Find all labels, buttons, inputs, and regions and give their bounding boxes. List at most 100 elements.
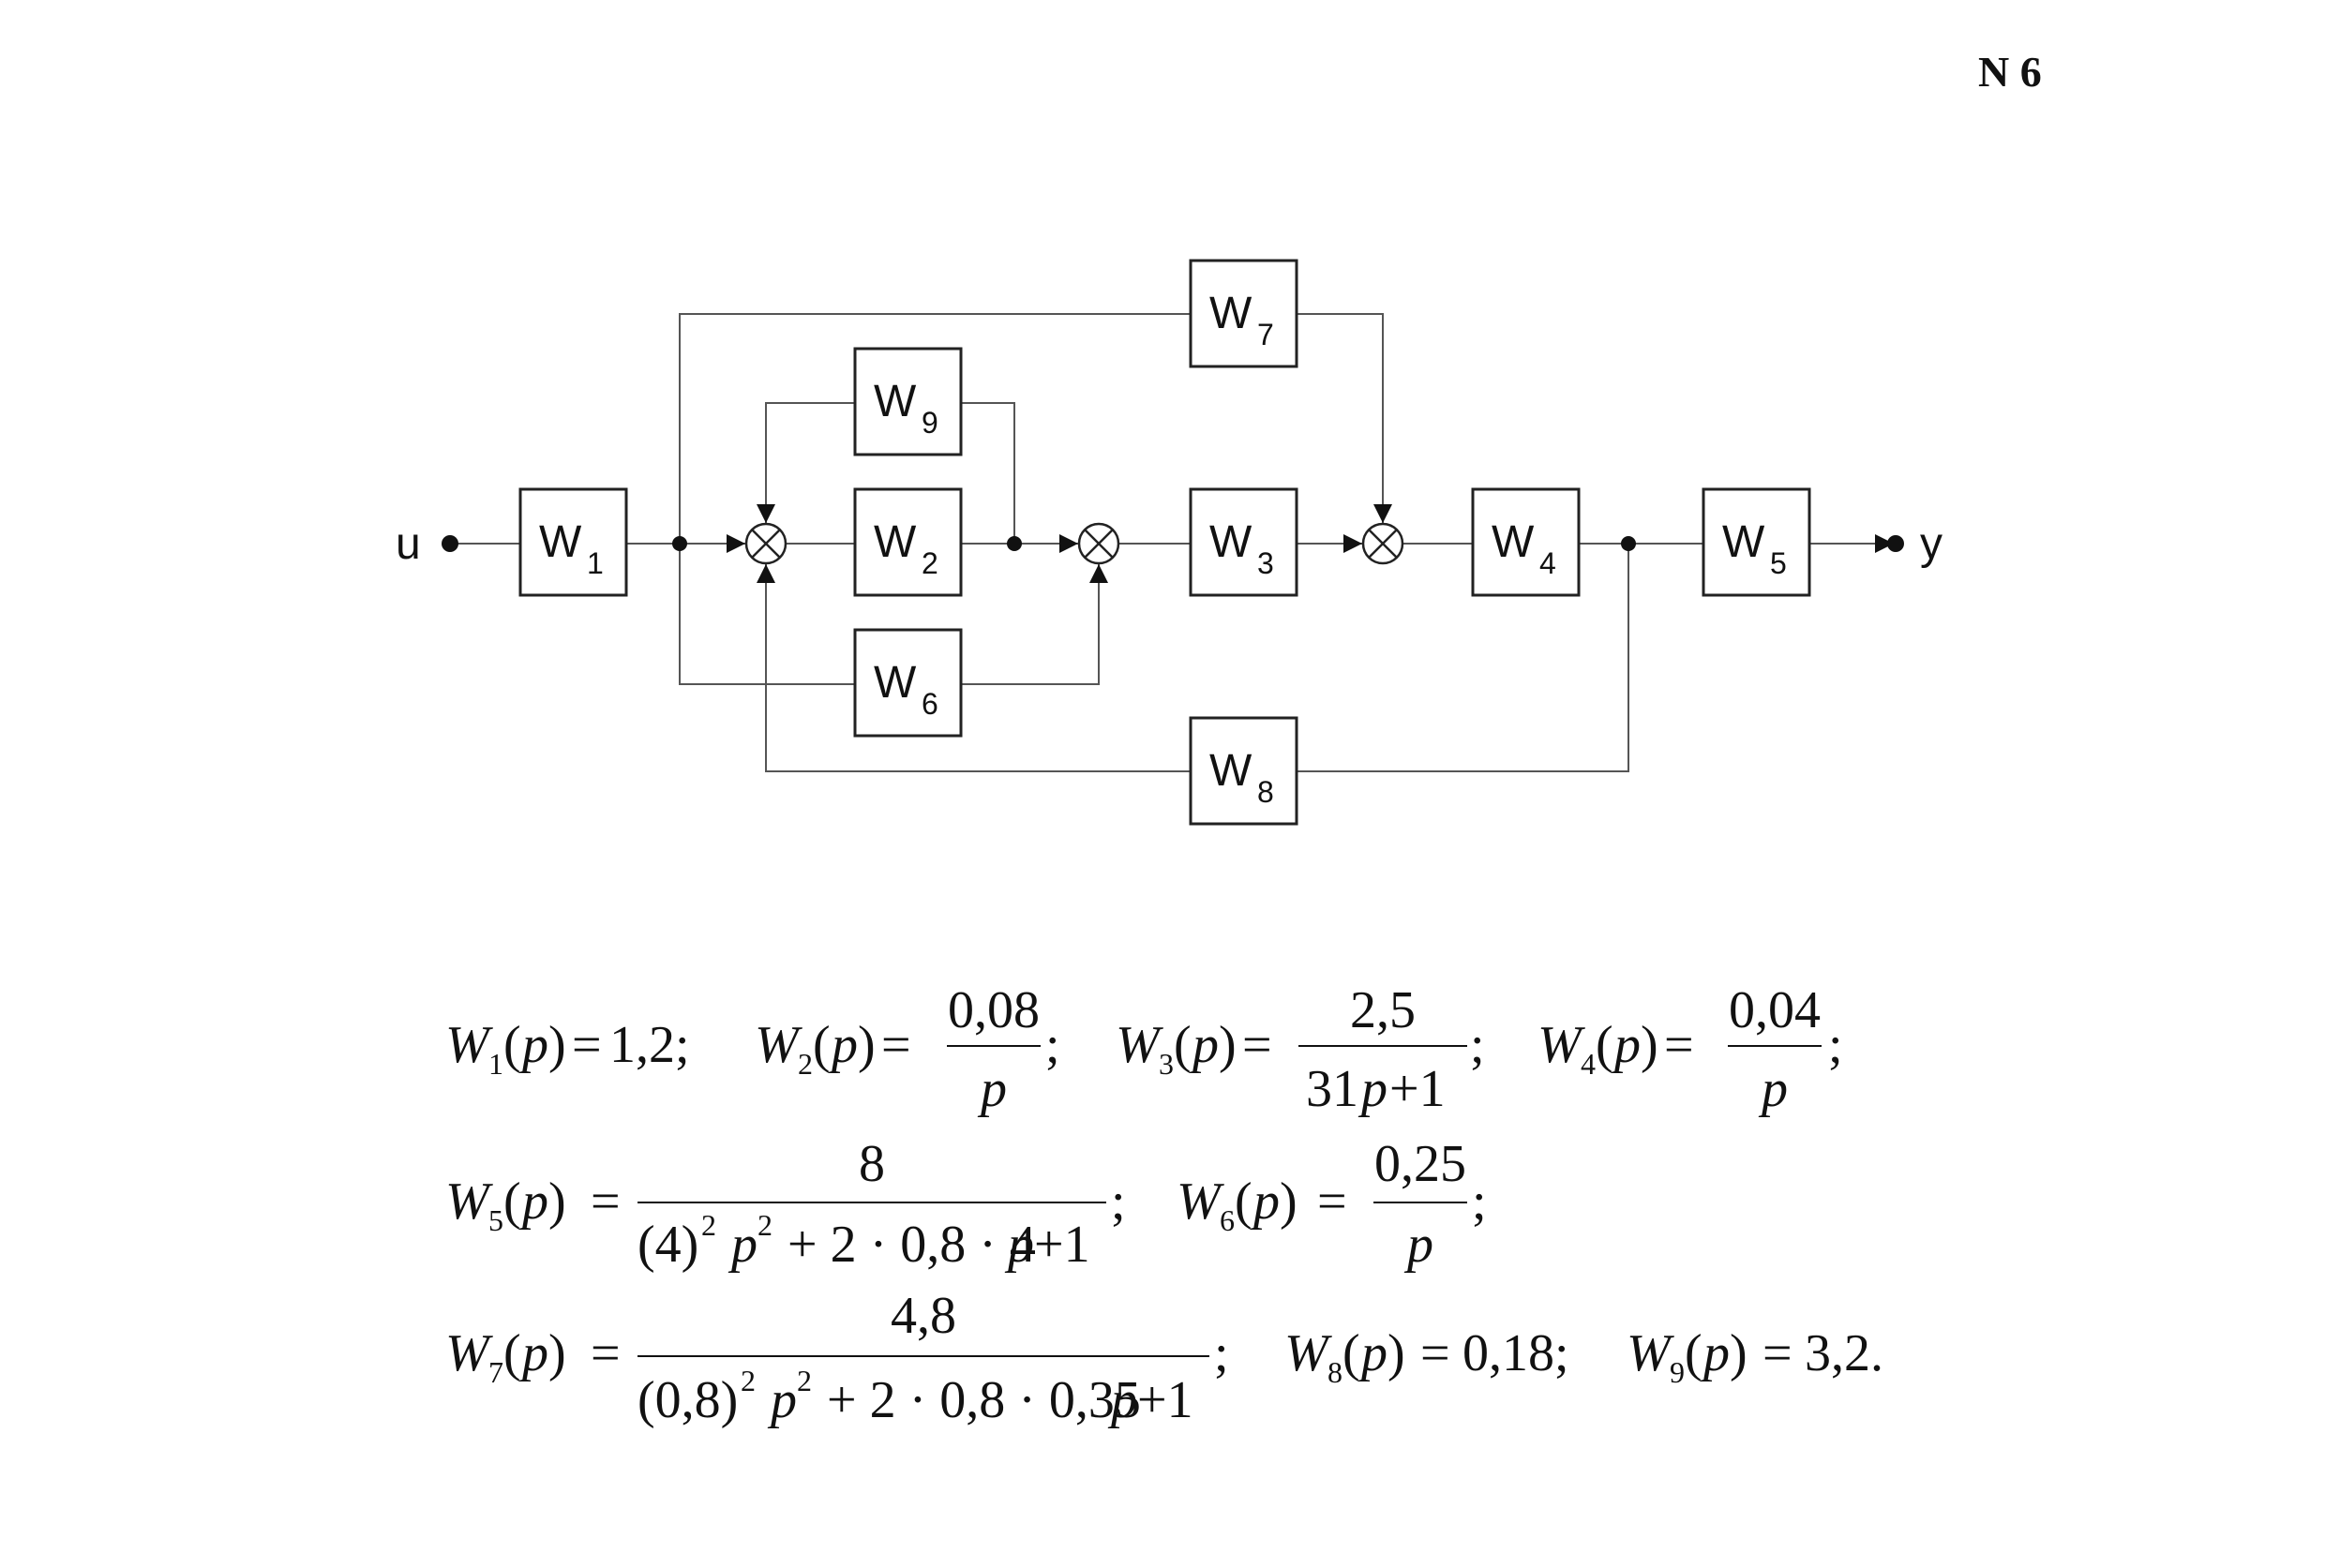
branch-node-3 [1621, 536, 1636, 551]
svg-text:): ) [1730, 1324, 1748, 1382]
svg-text:W: W [1177, 1172, 1224, 1231]
block-w2: W 2 [853, 487, 963, 597]
formula-w3: W 3 ( p ) = 2,5 31 p +1 ; [1116, 981, 1485, 1118]
block-w9: W 9 [853, 347, 963, 456]
svg-text:(0,8): (0,8) [638, 1371, 738, 1429]
svg-text:p: p [1358, 1324, 1388, 1382]
block-w6: W 6 [853, 628, 963, 738]
svg-text:4,8: 4,8 [891, 1287, 956, 1345]
svg-text:W: W [445, 1016, 493, 1074]
svg-text:2: 2 [758, 1208, 772, 1242]
branch-node-1 [672, 536, 687, 551]
svg-text:;: ; [1045, 1016, 1060, 1074]
svg-text:(: ( [813, 1016, 831, 1074]
svg-text:): ) [1219, 1016, 1237, 1074]
svg-text:8: 8 [859, 1135, 885, 1193]
svg-text:p: p [1403, 1216, 1433, 1274]
svg-text:2: 2 [798, 1047, 813, 1081]
svg-text:(: ( [1596, 1016, 1613, 1074]
svg-text:;: ; [1828, 1016, 1843, 1074]
svg-text:W: W [539, 517, 582, 567]
svg-text:(4): (4) [638, 1216, 698, 1274]
svg-text:p: p [1358, 1060, 1388, 1118]
svg-text:1,2;: 1,2; [609, 1016, 690, 1074]
summing-junction-1 [744, 522, 788, 565]
svg-text:p: p [1107, 1371, 1137, 1429]
block-w4: W 4 [1471, 487, 1581, 597]
svg-text:6: 6 [922, 687, 938, 721]
svg-text:p: p [1250, 1172, 1280, 1231]
svg-text:3,2.: 3,2. [1805, 1324, 1883, 1382]
svg-text:p: p [767, 1371, 797, 1429]
svg-text:W: W [1209, 746, 1252, 796]
svg-text:W: W [445, 1172, 493, 1231]
svg-text:): ) [1641, 1016, 1658, 1074]
svg-text:4: 4 [1539, 546, 1556, 580]
svg-text:=: = [1762, 1324, 1792, 1382]
output-label: y [1920, 519, 1942, 569]
svg-text:p: p [1004, 1216, 1034, 1274]
svg-text:(: ( [503, 1324, 521, 1382]
block-w7: W 7 [1189, 259, 1298, 368]
svg-text:W: W [1209, 289, 1252, 338]
svg-text:=: = [591, 1172, 621, 1231]
svg-text:2: 2 [701, 1208, 716, 1242]
block-w8: W 8 [1189, 716, 1298, 826]
svg-text:31: 31 [1306, 1060, 1358, 1118]
svg-text:7: 7 [488, 1355, 503, 1389]
svg-text:4: 4 [1581, 1047, 1596, 1081]
svg-text:W: W [1116, 1016, 1163, 1074]
svg-text:3: 3 [1257, 546, 1274, 580]
svg-text:2: 2 [797, 1364, 812, 1397]
svg-text:W: W [1538, 1016, 1585, 1074]
svg-text:;: ; [1472, 1172, 1487, 1231]
svg-text:): ) [548, 1016, 566, 1074]
w7-branch [679, 313, 1392, 544]
svg-text:p: p [1758, 1060, 1788, 1118]
svg-text:2: 2 [922, 546, 938, 580]
svg-text:=: = [1664, 1016, 1694, 1074]
svg-text:+1: +1 [1137, 1371, 1193, 1429]
svg-text:(: ( [503, 1172, 521, 1231]
svg-text:W: W [1284, 1324, 1332, 1382]
svg-text:(: ( [1685, 1324, 1702, 1382]
svg-text:W: W [1722, 517, 1765, 567]
svg-text:p: p [1700, 1324, 1730, 1382]
svg-text:8: 8 [1328, 1355, 1342, 1389]
svg-text:(: ( [1235, 1172, 1252, 1231]
svg-text:W: W [755, 1016, 802, 1074]
svg-text:;: ; [1214, 1324, 1229, 1382]
formula-w9: W 9 ( p ) = 3,2. [1627, 1324, 1883, 1389]
svg-text:8: 8 [1257, 775, 1274, 809]
svg-text:2: 2 [741, 1364, 756, 1397]
svg-text:): ) [1388, 1324, 1405, 1382]
svg-text:+ 2 · 0,8 · 0,35: + 2 · 0,8 · 0,35 [827, 1371, 1141, 1429]
svg-text:2,5: 2,5 [1350, 981, 1416, 1039]
block-w3: W 3 [1189, 487, 1298, 597]
w6-branch [679, 544, 1108, 685]
svg-text:p: p [728, 1216, 758, 1274]
svg-text:+1: +1 [1034, 1216, 1090, 1274]
formula-w4: W 4 ( p ) = 0,04 p ; [1538, 981, 1843, 1118]
output-node [1887, 535, 1904, 552]
input-label: u [396, 519, 421, 569]
svg-text:=: = [572, 1016, 602, 1074]
svg-text:): ) [1280, 1172, 1298, 1231]
formula-w2: W 2 ( p ) = 0,08 p ; [755, 981, 1060, 1118]
svg-text:p: p [518, 1324, 548, 1382]
svg-text:W: W [1209, 517, 1252, 567]
summing-junction-3 [1361, 522, 1404, 565]
formula-w8: W 8 ( p ) = 0,18; [1284, 1324, 1569, 1389]
svg-text:(: ( [1342, 1324, 1360, 1382]
svg-text:0,04: 0,04 [1729, 981, 1821, 1039]
svg-text:): ) [548, 1324, 566, 1382]
formula-w6: W 6 ( p ) = 0,25 p ; [1177, 1135, 1487, 1274]
svg-text:): ) [858, 1016, 876, 1074]
svg-text:3: 3 [1159, 1047, 1174, 1081]
svg-text:=: = [1317, 1172, 1347, 1231]
svg-text:p: p [1189, 1016, 1219, 1074]
formula-w5: W 5 ( p ) = 8 (4) 2 p 2 + 2 · 0,8 · 4 p … [445, 1135, 1126, 1274]
svg-text:p: p [977, 1060, 1007, 1118]
